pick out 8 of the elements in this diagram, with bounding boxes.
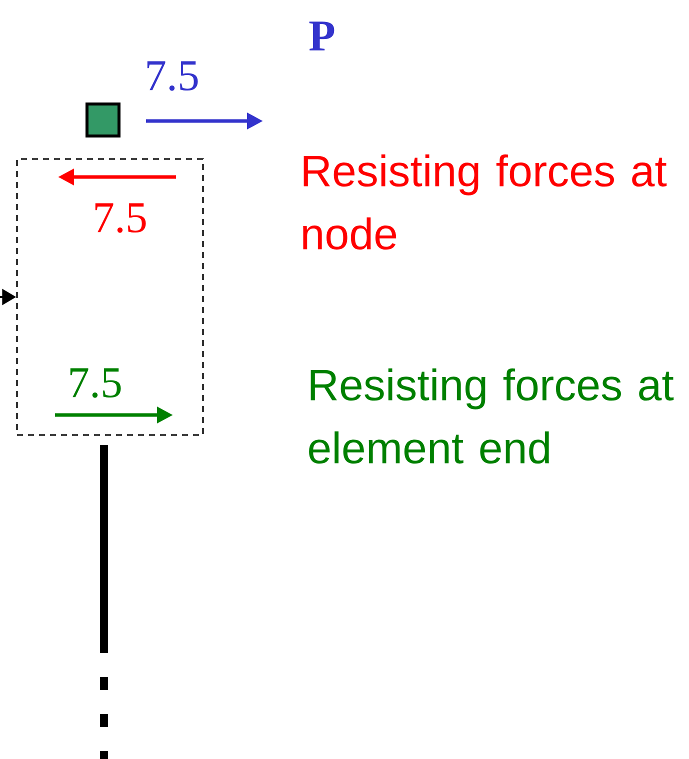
load-label: P — [309, 22, 334, 50]
force-value: 7.5 — [147, 61, 198, 91]
force-value: 7.5 — [95, 203, 146, 233]
force-value: 7.5 — [70, 368, 121, 398]
annotation-text: Resisting forces at node — [303, 154, 667, 250]
annotation-text: Resisting forces at element end — [309, 368, 674, 464]
node-square — [86, 102, 120, 138]
free-body-box — [16, 158, 204, 436]
